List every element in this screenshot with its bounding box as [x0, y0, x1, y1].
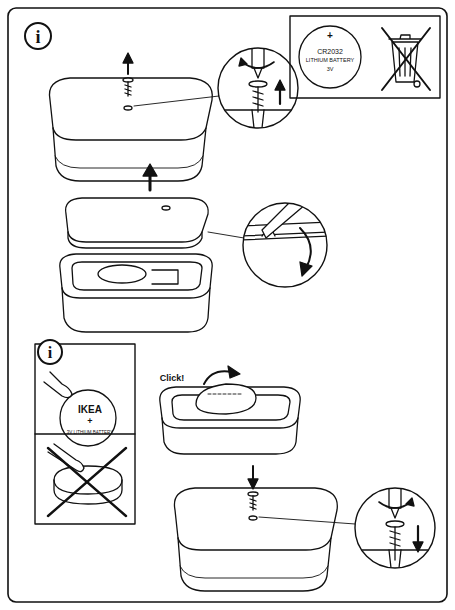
- magnified-detail: [240, 176, 330, 276]
- base-inner: [72, 262, 202, 290]
- screwdriver-tip: [254, 68, 262, 78]
- sound-cue: Click!: [160, 374, 185, 383]
- device-top: [174, 488, 337, 550]
- brand-mark: IKEA: [78, 405, 102, 415]
- device-side: [53, 128, 206, 181]
- info-symbol: [25, 23, 51, 49]
- cross-line: [382, 28, 430, 90]
- crossed-bin: [382, 28, 430, 90]
- base-rim: [60, 254, 212, 298]
- device-side: [178, 538, 331, 591]
- leader-line: [259, 517, 355, 524]
- coin-battery: [54, 466, 122, 504]
- cross-line: [48, 448, 126, 516]
- down-arrow: [252, 466, 254, 480]
- bin-lid: [389, 35, 421, 39]
- hand-finger: [48, 444, 84, 472]
- battery-text: LITHIUM BATTERY: [306, 58, 354, 64]
- lid: [66, 198, 209, 248]
- info-symbol: [38, 340, 62, 364]
- insert-arrow: [204, 371, 232, 384]
- battery-type: CR2032: [317, 48, 343, 55]
- inset-frame: [35, 344, 135, 524]
- screwdriver-tip: [391, 508, 399, 518]
- arrow-head: [413, 542, 423, 552]
- down-arrow: [417, 526, 419, 544]
- cross-line: [48, 448, 126, 516]
- base-open: [60, 254, 212, 332]
- leader-line: [208, 232, 244, 238]
- polarity-sign: +: [327, 31, 333, 41]
- lid-top: [66, 198, 209, 242]
- up-arrow: [127, 62, 129, 74]
- coin-battery: [98, 265, 146, 283]
- arrow-head: [300, 262, 312, 276]
- magnifier-circle: [355, 488, 435, 568]
- page-frame: [8, 8, 447, 602]
- hand-finger: [44, 372, 72, 398]
- arrow-head: [228, 366, 240, 378]
- screw-head: [249, 81, 267, 87]
- base-side: [162, 418, 298, 454]
- battery-mark: [208, 394, 242, 395]
- arrow-head: [239, 58, 247, 66]
- cross-line: [382, 28, 430, 90]
- magnifier-circle: [218, 48, 298, 128]
- coin-battery: [60, 390, 116, 446]
- arrow-head: [123, 53, 133, 63]
- inset-frame: [290, 16, 440, 98]
- bin-wheel: [414, 81, 420, 87]
- lid-edge: [240, 222, 330, 240]
- battery-voltage: 3V: [327, 67, 334, 73]
- info-letter: i: [48, 345, 52, 361]
- magnifier-circle: [243, 203, 327, 287]
- screw-hole: [249, 516, 257, 520]
- coin-battery: [196, 384, 256, 414]
- screw: [123, 78, 133, 96]
- polarity-sign: +: [87, 417, 92, 426]
- base-side: [62, 288, 210, 332]
- screwdriver-shaft: [296, 176, 330, 204]
- arrow-head: [248, 479, 258, 489]
- arrow-head: [143, 164, 157, 176]
- device-band: [55, 156, 203, 168]
- screw-hole: [124, 106, 132, 110]
- screw-hole: [162, 206, 170, 210]
- screw: [248, 492, 258, 510]
- lid-edge: [68, 232, 202, 248]
- device-closed: [174, 488, 337, 591]
- device-band: [180, 566, 328, 578]
- battery-text: 3V LITHIUM BATTERY: [67, 431, 113, 436]
- magnified-detail: [355, 484, 435, 568]
- device-top: [49, 78, 212, 140]
- info-letter: i: [35, 28, 40, 46]
- screwdriver: [262, 196, 306, 238]
- arrow-head: [275, 80, 285, 90]
- magnified-detail: [218, 44, 298, 128]
- leader-line: [134, 96, 219, 106]
- screw-thread: [390, 527, 400, 560]
- circuit: [152, 270, 178, 284]
- arrow-head: [406, 498, 414, 506]
- device-closed: [49, 78, 212, 181]
- screw-thread: [253, 87, 263, 112]
- hole: [252, 110, 264, 128]
- coin-battery: [299, 26, 361, 88]
- screw-head: [386, 521, 404, 527]
